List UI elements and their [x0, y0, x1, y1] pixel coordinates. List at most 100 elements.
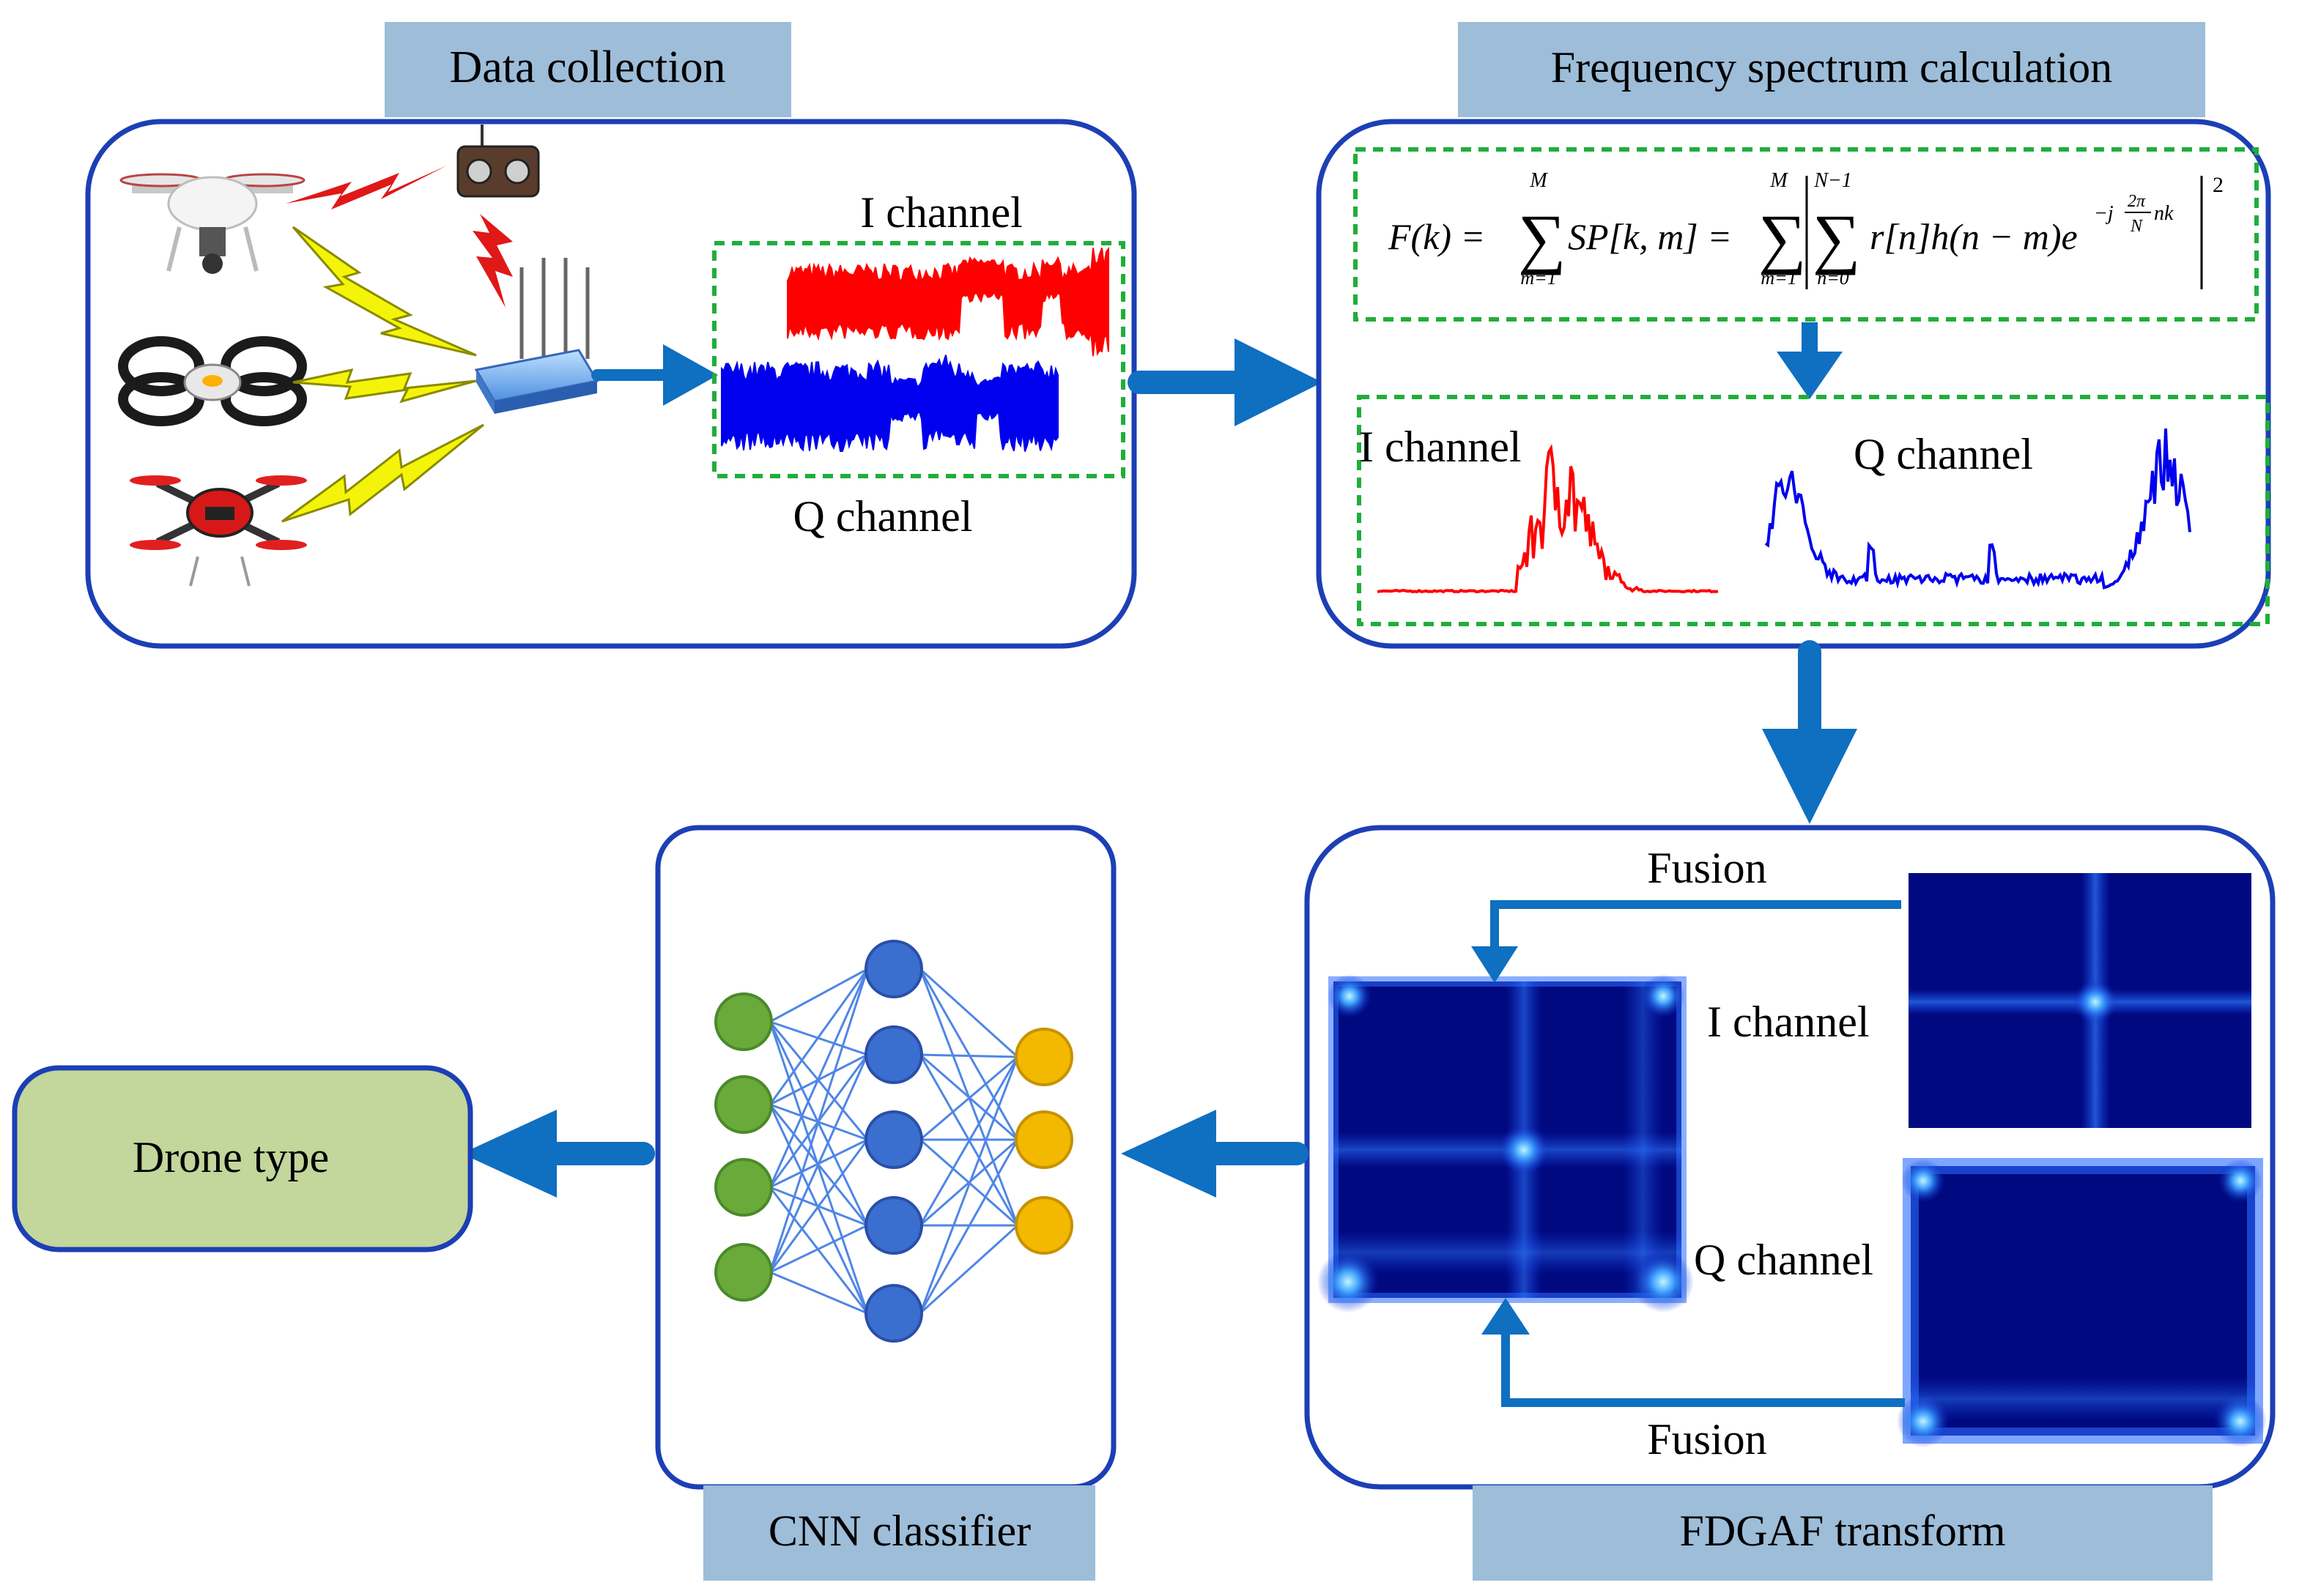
drone-type-output: Drone type	[12, 1065, 473, 1252]
network-connection	[919, 1056, 1019, 1314]
i-channel-spectrum	[1377, 444, 1719, 594]
fdgaf-q-channel-label: Q channel	[1694, 1236, 1873, 1284]
network-connection	[769, 1104, 869, 1314]
network-connection	[919, 1224, 1019, 1315]
data-collection-panel: Data collection	[85, 22, 1137, 649]
network-connection	[769, 1187, 869, 1314]
formula-sum2: ∑	[1758, 201, 1807, 275]
formula-exp-tail: nk	[2154, 202, 2174, 225]
remote-controller-icon	[456, 125, 540, 198]
spectrum-dashed-box	[1357, 395, 2270, 626]
arrow-receiver-to-signal-head	[663, 344, 718, 406]
network-connection	[769, 1054, 869, 1273]
spectrum-i-channel-label: I channel	[1359, 423, 1522, 471]
arrow-cnn-to-output-head	[462, 1110, 557, 1198]
formula-exp: −j	[2094, 202, 2114, 225]
drone-type-label: Drone type	[133, 1133, 329, 1181]
network-connection	[769, 968, 869, 1105]
fdgaf-title: FDGAF transform	[1680, 1507, 2006, 1555]
q-channel-gaf-image	[1897, 1158, 2267, 1447]
q-channel-signal	[721, 355, 1059, 453]
signal-q-channel-label: Q channel	[793, 492, 973, 541]
network-connection	[769, 968, 869, 1273]
spectrum-title: Frequency spectrum calculation	[1551, 43, 2112, 92]
network-connection	[769, 968, 868, 1023]
network-connection	[919, 1056, 1019, 1226]
fusion-bottom-label: Fusion	[1647, 1415, 1766, 1463]
cnn-panel: CNN classifier	[655, 825, 1117, 1581]
spectrum-formula: F(k) = ∑ M m=1 SP[k, m] = ∑ M m=1 ∑ N−1 …	[1388, 169, 2224, 289]
formula-sum3: ∑	[1813, 201, 1861, 275]
fusion-arrow-bottom	[1501, 1329, 1905, 1407]
network-connection	[919, 1055, 1018, 1141]
formula-sum1-bottom: m=1	[1520, 267, 1556, 289]
formula-sum2-bottom: m=1	[1761, 267, 1796, 289]
arrow-formula-to-spectrum-head	[1777, 352, 1843, 399]
spectrum-q-channel-label: Q channel	[1854, 430, 2033, 478]
signal-i-channel-label: I channel	[860, 188, 1023, 237]
hidden-node	[865, 1025, 923, 1084]
formula-exp-den: N	[2130, 217, 2144, 236]
cnn-tab	[703, 1485, 1095, 1581]
quadcopter-drone-icon	[119, 173, 306, 274]
output-node	[1015, 1028, 1073, 1086]
formula-inner: r[n]h(n − m)e	[1870, 216, 2078, 257]
network-connection	[919, 1139, 1019, 1314]
formula-power: 2	[2213, 173, 2224, 197]
formula-sum3-top: N−1	[1813, 169, 1852, 192]
fdgaf-tab	[1473, 1485, 2213, 1581]
fusion-arrow-bottom-head	[1481, 1298, 1530, 1335]
formula-dashed-box	[1353, 147, 2259, 322]
data-collection-tab	[385, 22, 791, 117]
data-collection-title: Data collection	[450, 42, 726, 92]
fused-gaf-image	[1317, 974, 1694, 1313]
input-node	[714, 1075, 773, 1134]
hidden-node	[865, 1284, 923, 1343]
i-channel-gaf-image	[1909, 873, 2251, 1128]
q-channel-spectrum	[1764, 428, 2191, 590]
formula-exp-num: 2π	[2128, 192, 2146, 211]
formula-sum2-top: M	[1769, 169, 1788, 192]
network-connection	[769, 1021, 869, 1314]
fdgaf-panel: FDGAF transform	[1304, 825, 2276, 1581]
network-connection	[769, 1224, 868, 1274]
formula-sum3-bottom: n=0	[1817, 267, 1849, 289]
output-node	[1015, 1196, 1073, 1255]
network-connection	[919, 1053, 1018, 1058]
formula-sum1-top: M	[1529, 169, 1548, 192]
wireless-link-icon	[281, 166, 513, 523]
input-node	[714, 992, 773, 1051]
formula-sp: SP[k, m] =	[1568, 216, 1732, 257]
spectrum-panel: Frequency spectrum calculation F(k) = ∑ …	[1316, 22, 2271, 649]
formula-lhs: F(k) =	[1388, 216, 1485, 257]
hidden-node	[865, 1196, 923, 1255]
iq-signal-dashed-box	[712, 241, 1125, 478]
cnn-title: CNN classifier	[769, 1507, 1031, 1555]
output-node	[1015, 1110, 1073, 1169]
hidden-node	[865, 940, 923, 998]
fusion-arrow-top-head	[1471, 946, 1518, 983]
spectrum-box	[1316, 119, 2271, 649]
arrow-collection-to-spectrum-head	[1234, 338, 1322, 426]
fdgaf-i-channel-label: I channel	[1707, 998, 1870, 1046]
input-node	[714, 1158, 773, 1217]
i-channel-signal	[787, 246, 1109, 357]
arrow-fdgaf-to-cnn-head	[1121, 1110, 1216, 1198]
spectrum-tab	[1458, 22, 2205, 117]
fusion-top-label: Fusion	[1647, 844, 1766, 892]
arrow-spectrum-to-fdgaf-head	[1762, 729, 1857, 824]
receiver-router-icon	[474, 258, 599, 414]
network-connection	[769, 968, 869, 1188]
racing-drone-icon	[130, 475, 307, 587]
hidden-node	[865, 1110, 923, 1169]
input-node	[714, 1243, 773, 1302]
network-connection	[919, 968, 1019, 1140]
neural-network-diagram	[714, 940, 1073, 1343]
network-connection	[769, 1139, 869, 1273]
drone-type-box	[12, 1065, 473, 1252]
formula-sum1: ∑	[1518, 201, 1566, 275]
network-connection	[769, 1271, 868, 1315]
network-connection	[919, 968, 1019, 1058]
fusion-arrow-top	[1490, 900, 1901, 956]
